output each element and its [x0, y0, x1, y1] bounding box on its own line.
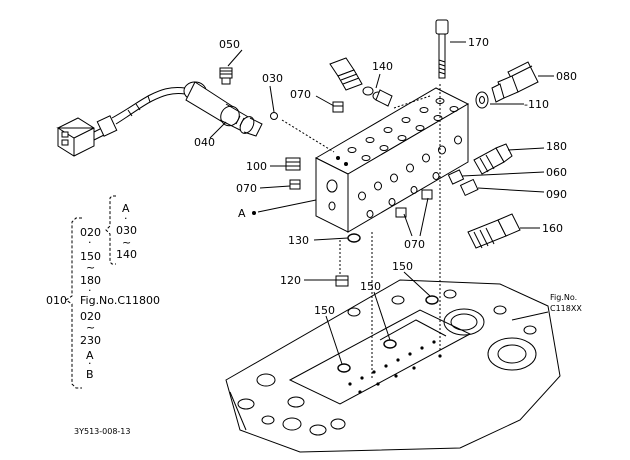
- drawing-code: 3Y513-008-13: [74, 427, 130, 436]
- bracket-row-020b: 020: [80, 310, 101, 323]
- bracket-row-b: B: [86, 368, 94, 381]
- bracket-dot3: ·: [88, 357, 92, 370]
- callout-100: 100: [246, 160, 267, 173]
- bracket-row-230: 230: [80, 334, 101, 347]
- callout-070-left: 070: [236, 182, 257, 195]
- callout-a: A: [238, 207, 246, 220]
- o-ring-130: [347, 233, 361, 243]
- bracket-dot1: ·: [88, 236, 92, 249]
- assembly-bracket: 010 020 · 150 ~ 180 · Fig.No.C11800 020 …: [46, 195, 160, 389]
- fitting-160: [467, 213, 521, 249]
- bolt-170: [435, 19, 449, 79]
- callout-060: 060: [546, 166, 567, 179]
- wire-harness: [111, 87, 186, 125]
- callout-050: 050: [219, 38, 240, 51]
- bracket-tilde1: ~: [86, 261, 95, 274]
- callout-110: -110: [524, 98, 549, 111]
- callout-140: 140: [372, 60, 393, 73]
- plug-060: [447, 169, 465, 185]
- figure-reference: Fig.No. C118XX: [550, 293, 582, 313]
- fitting-180: [473, 143, 513, 175]
- screw-050: [219, 67, 233, 85]
- bracket-row-150: 150: [80, 250, 101, 263]
- transmission-housing-icon: [225, 279, 561, 453]
- bracket-row-a: A: [86, 349, 94, 362]
- solenoid-valve-icon: [183, 81, 263, 137]
- plug-090: [459, 178, 479, 197]
- bracket-sub-dot1: ·: [124, 212, 128, 225]
- callout-labels: 050 030 140 170 080 070 -110 040 180 100…: [194, 36, 577, 317]
- callout-180: 180: [546, 140, 567, 153]
- callout-090: 090: [546, 188, 567, 201]
- washer-110: [475, 91, 489, 109]
- figure-reference-line1: Fig.No.: [550, 293, 577, 302]
- bracket-sub-tilde: ~: [122, 236, 131, 249]
- bracket-row-180: 180: [80, 274, 101, 287]
- control-valve-block-icon: [314, 87, 470, 233]
- bracket-sub-030: 030: [116, 224, 137, 237]
- callout-070-top: 070: [290, 88, 311, 101]
- bracket-fig-ref: Fig.No.C11800: [80, 294, 160, 307]
- electrical-connector-icon: [56, 115, 118, 157]
- callout-080: 080: [556, 70, 577, 83]
- figure-reference-line2: C118XX: [550, 304, 582, 313]
- plug-100: [285, 157, 301, 171]
- bracket-tilde2: ~: [86, 321, 95, 334]
- callout-130: 130: [288, 234, 309, 247]
- plug-140: [329, 57, 393, 107]
- callout-160: 160: [542, 222, 563, 235]
- plug-070-top: [332, 101, 344, 113]
- bracket-sub-a: A: [122, 202, 130, 215]
- callout-070-bottom: 070: [404, 238, 425, 251]
- callout-150-middle: 150: [360, 280, 381, 293]
- bracket-root-010: 010: [46, 294, 67, 307]
- callout-030: 030: [262, 72, 283, 85]
- bracket-sub-140: 140: [116, 248, 137, 261]
- callout-150-left: 150: [314, 304, 335, 317]
- reference-point-a: [252, 211, 256, 215]
- ball-030: [270, 112, 278, 120]
- leader-lines: [209, 41, 554, 380]
- callout-170: 170: [468, 36, 489, 49]
- plug-120: [335, 275, 349, 287]
- callout-150-right: 150: [392, 260, 413, 273]
- plug-070-bottom: [395, 189, 433, 218]
- plug-070-left: [289, 179, 301, 190]
- callout-120: 120: [280, 274, 301, 287]
- bracket-row-020a: 020: [80, 226, 101, 239]
- callout-040: 040: [194, 136, 215, 149]
- bracket-dot2: ·: [88, 284, 92, 297]
- sensor-080: [491, 61, 539, 103]
